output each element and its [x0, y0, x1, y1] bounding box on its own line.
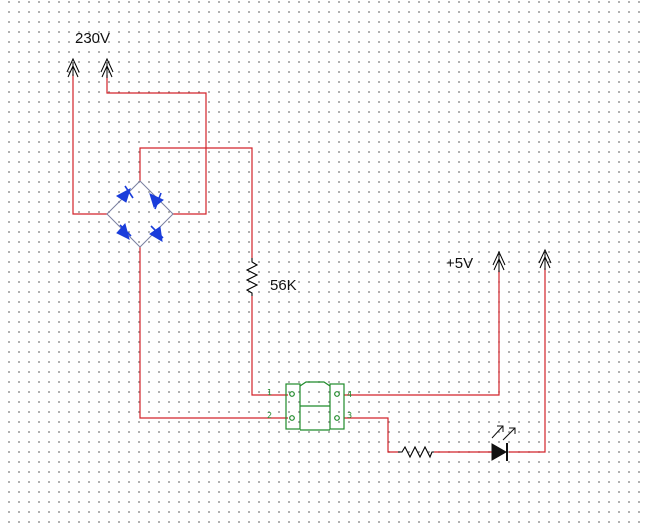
- mains-terminal-right: [100, 57, 114, 78]
- bridge-rectifier: [106, 180, 174, 248]
- wire-mains-right: [106, 75, 207, 215]
- supply-voltage-label: +5V: [446, 255, 473, 272]
- resistor-icon: [245, 258, 259, 296]
- wire-bridge-top-to-resistor: [139, 147, 253, 258]
- power-terminal-icon: [66, 57, 80, 73]
- power-terminal-icon: [492, 250, 506, 266]
- diode-icon: [149, 225, 164, 242]
- diode-icon: [116, 185, 134, 203]
- opto-pin-3-label: 3: [347, 411, 352, 420]
- resistor-56k: [245, 258, 259, 296]
- diode-icon: [149, 192, 164, 210]
- resistor-value-label: 56K: [270, 277, 297, 294]
- mains-terminal-left: [66, 57, 80, 78]
- opto-pin-1-label: 1: [267, 388, 272, 397]
- wire-pin4-to-5v: [344, 270, 500, 396]
- led: [491, 425, 516, 461]
- wires: [72, 74, 546, 453]
- resistor-led: [398, 445, 434, 459]
- opto-pin-2-label: 2: [267, 411, 272, 420]
- mains-voltage-label: 230V: [75, 30, 110, 47]
- optocoupler: 1 2 3 4: [267, 381, 352, 431]
- wire-led-to-terminal: [509, 268, 546, 453]
- led-icon: [491, 443, 508, 461]
- led-rays: [491, 425, 516, 441]
- power-terminal-icon: [538, 248, 552, 264]
- wire-pin3-to-resistor: [344, 417, 398, 453]
- supply-terminal-5v: [492, 250, 506, 272]
- diode-icon: [116, 222, 132, 240]
- wire-resistor-to-pin1: [251, 296, 288, 396]
- resistor-icon: [398, 445, 434, 459]
- wire-mains-left: [72, 74, 107, 215]
- power-terminal-icon: [100, 57, 114, 73]
- opto-pin-4-label: 4: [347, 390, 352, 399]
- wire-bridge-bottom-to-pin2: [139, 247, 288, 419]
- output-terminal: [538, 248, 552, 270]
